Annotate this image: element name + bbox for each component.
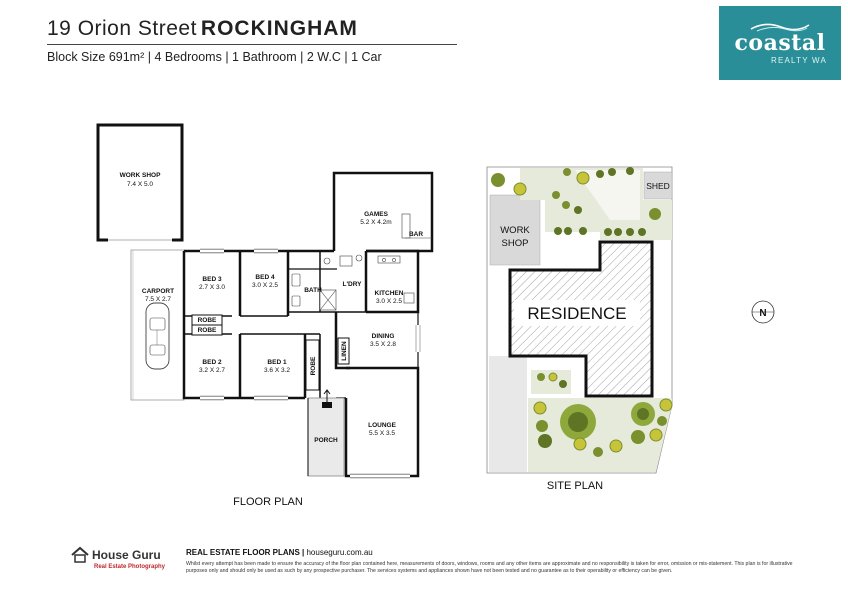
label-carport-dim: 7.5 X 2.7	[145, 296, 171, 303]
label-bath: BATH	[304, 287, 322, 294]
label-dining-dim: 3.5 X 2.8	[370, 341, 396, 348]
label-games-dim: 5.2 X 4.2m	[360, 219, 391, 226]
property-specs: Block Size 691m² | 4 Bedrooms | 1 Bathro…	[47, 50, 382, 64]
workshop-room	[96, 123, 184, 242]
street-address: 19 Orion Street	[47, 17, 197, 40]
footer-title: REAL ESTATE FLOOR PLANS | houseguru.com.…	[186, 548, 373, 557]
label-robe-2: ROBE	[198, 327, 217, 334]
car-icon	[145, 302, 170, 370]
label-lounge-dim: 5.5 X 3.5	[369, 430, 395, 437]
disclaimer-text: Whilst every attempt has been made to en…	[186, 561, 793, 574]
floor-plan-caption: FLOOR PLAN	[233, 496, 303, 508]
label-site-shed: SHED	[646, 181, 670, 191]
logo-subtitle: REALTY WA	[771, 56, 827, 65]
title-divider	[47, 44, 457, 45]
wave-icon	[750, 23, 810, 32]
label-kitchen: KITCHEN	[375, 290, 404, 297]
site-workshop	[489, 194, 541, 266]
entry-mat	[322, 402, 332, 408]
label-site-shop: SHOP	[502, 238, 529, 249]
room-labels: WORK SHOP 7.4 X 5.0 CARPORT 7.5 X 2.7 BE…	[120, 172, 424, 444]
label-workshop-dim: 7.4 X 5.0	[127, 181, 153, 188]
house-guru-tagline: Real Estate Photography	[94, 564, 166, 570]
bath-fixtures	[291, 213, 432, 311]
label-bed3-dim: 2.7 X 3.0	[199, 284, 225, 291]
suburb-name: ROCKINGHAM	[200, 17, 358, 40]
footer-url[interactable]: houseguru.com.au	[306, 548, 373, 557]
plant-icons	[491, 167, 673, 457]
label-bed4-dim: 3.0 X 2.5	[252, 282, 278, 289]
entry-arrow-icon	[323, 389, 331, 402]
label-laundry: L'DRY	[343, 281, 363, 288]
footer-separator: |	[299, 548, 307, 557]
label-linen: LINEN	[341, 341, 348, 361]
label-lounge: LOUNGE	[368, 422, 396, 429]
site-driveway	[489, 356, 527, 472]
compass-letter: N	[759, 308, 766, 319]
site-plan-caption: SITE PLAN	[547, 480, 603, 492]
floor-plan	[96, 123, 434, 479]
label-bed4: BED 4	[255, 274, 275, 281]
site-plan: WORK SHOP SHED RESIDENCE	[486, 166, 673, 474]
label-kitchen-dim: 3.0 X 2.5	[376, 298, 402, 305]
label-site-residence: RESIDENCE	[527, 304, 626, 323]
label-bed2-dim: 3.2 X 2.7	[199, 367, 225, 374]
label-bed1: BED 1	[267, 359, 287, 366]
label-dining: DINING	[372, 333, 395, 340]
robes	[191, 314, 350, 391]
label-workshop: WORK SHOP	[120, 172, 161, 179]
north-compass-icon: N	[751, 300, 775, 324]
label-carport: CARPORT	[142, 288, 174, 295]
logo-brand: coastal	[734, 30, 826, 56]
label-bar: BAR	[409, 231, 423, 238]
label-robe-1: ROBE	[198, 317, 217, 324]
site-shed	[643, 171, 673, 200]
label-porch: PORCH	[314, 437, 338, 444]
label-bed2: BED 2	[202, 359, 222, 366]
coastal-realty-logo[interactable]: coastal REALTY WA	[719, 6, 841, 80]
house-icon	[71, 546, 89, 563]
label-bed1-dim: 3.6 X 3.2	[264, 367, 290, 374]
label-bed3: BED 3	[202, 276, 222, 283]
label-site-work: WORK	[500, 225, 530, 236]
windows	[200, 248, 421, 479]
label-games: GAMES	[364, 211, 389, 218]
label-robe-3: ROBE	[310, 356, 317, 375]
footer-heading: REAL ESTATE FLOOR PLANS	[186, 548, 300, 557]
house-guru-name: House Guru	[92, 548, 161, 562]
